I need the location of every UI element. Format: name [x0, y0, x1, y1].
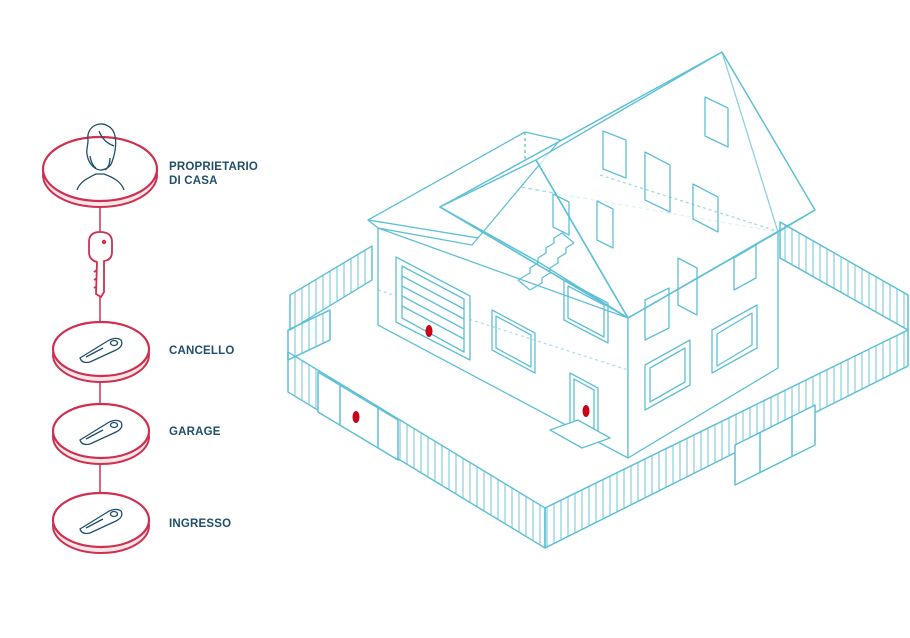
- lock-label-cancello: CANCELLO: [169, 345, 235, 357]
- window: [644, 339, 691, 411]
- window: [733, 244, 757, 291]
- garage-door: [395, 256, 471, 361]
- fence-front-right: [544, 329, 909, 549]
- owner-label: PROPRIETARIO DI CASA: [169, 160, 258, 188]
- key-blade-icon: [79, 419, 123, 446]
- owner-label-line2: DI CASA: [169, 175, 218, 187]
- window: [563, 279, 609, 344]
- entrance-lock-marker: [582, 405, 590, 417]
- window: [704, 96, 729, 148]
- gate-lock-marker: [352, 411, 360, 423]
- garage-lock-marker: [425, 325, 433, 337]
- fence-back-right: [779, 221, 909, 331]
- lock-label-garage: GARAGE: [169, 426, 221, 438]
- fence-back-left: [289, 245, 373, 331]
- window: [596, 200, 614, 249]
- key-icon: [88, 231, 113, 298]
- window: [602, 130, 627, 179]
- lock-disc-ingresso: [51, 491, 151, 554]
- owner-disc: [41, 123, 159, 208]
- window: [692, 183, 719, 233]
- lock-disc-cancello: [51, 320, 151, 383]
- lock-disc-garage: [51, 402, 151, 465]
- lower-roof: [367, 131, 561, 246]
- house-illustration: [287, 51, 909, 549]
- window: [644, 287, 670, 341]
- gate-right: [734, 404, 816, 486]
- window: [711, 304, 758, 374]
- lock-markers: [352, 325, 590, 423]
- lock-label-ingresso: INGRESSO: [169, 518, 232, 530]
- main-roof: [439, 51, 816, 319]
- window: [491, 309, 536, 374]
- person-icon: [76, 123, 125, 191]
- window: [552, 193, 570, 236]
- key-blade-icon: [79, 337, 123, 364]
- window: [644, 151, 671, 213]
- stairs: [517, 232, 575, 291]
- owner-label-line1: PROPRIETARIO: [169, 161, 259, 173]
- key-blade-icon: [79, 508, 123, 535]
- key-hierarchy: [41, 123, 159, 554]
